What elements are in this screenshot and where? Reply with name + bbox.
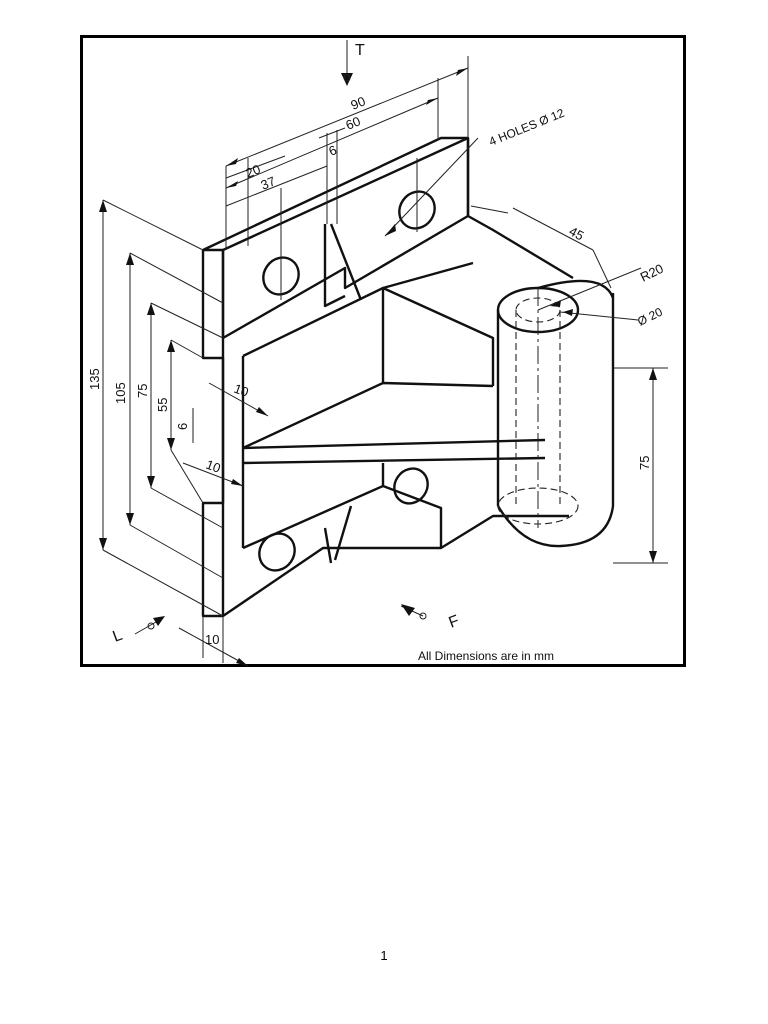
view-label-top: T (355, 42, 365, 59)
dimension-lines (102, 56, 668, 667)
top-plate-front-edge (222, 136, 469, 252)
top-rib-slope (329, 223, 363, 301)
hole-top-left (262, 256, 300, 296)
base-arm-front (382, 261, 474, 290)
dim-10-bottom: 10 (205, 632, 219, 647)
dim-holes: 4 HOLES Ø 12 (487, 106, 567, 149)
lower-plate-outline (242, 484, 443, 550)
left-view-arrowhead (153, 616, 165, 626)
dim-75-right: 75 (637, 456, 652, 470)
base-arm-top (467, 214, 574, 280)
center-lines (280, 158, 539, 528)
top-rib (323, 224, 346, 308)
dim-135: 135 (87, 368, 102, 390)
units-note: All Dimensions are in mm (418, 649, 554, 663)
dim-r20: R20 (638, 261, 666, 285)
dim-45: 45 (567, 223, 587, 243)
dim-55: 55 (155, 398, 170, 412)
object-outline (201, 136, 615, 618)
front-view-marker (419, 612, 427, 620)
labels: T F L 90 60 6 20 37 4 HOLES Ø 12 45 R20 … (87, 42, 666, 663)
page-number: 1 (380, 948, 388, 963)
triangular-web-top (242, 381, 494, 450)
hole-bottom-left (258, 532, 296, 572)
dim-75-left: 75 (135, 384, 150, 398)
dim-20: 20 (244, 161, 263, 180)
dim-90: 90 (349, 93, 368, 112)
view-label-left: L (111, 627, 125, 646)
top-plate-outline (202, 136, 470, 340)
boss-outer-arc (537, 279, 615, 299)
boss-bottom-curve (496, 505, 615, 548)
slot-upper (242, 438, 546, 450)
hole-top-right (398, 190, 436, 230)
front-view-arrowhead (401, 604, 415, 616)
dim-37: 37 (259, 173, 278, 192)
dim-10-lower: 10 (204, 457, 223, 476)
slot-lower (242, 456, 546, 465)
dim-105: 105 (113, 382, 128, 404)
arrowheads (99, 68, 657, 666)
view-label-front: F (447, 612, 462, 631)
top-view-marker (343, 74, 351, 82)
left-view-marker (147, 622, 155, 630)
view-markers (134, 40, 427, 635)
holes (258, 190, 436, 572)
dim-dia20: Ø 20 (635, 305, 665, 329)
middle-block-top-left (242, 286, 495, 386)
dim-60: 60 (344, 113, 363, 132)
drawing-frame: T F L 90 60 6 20 37 4 HOLES Ø 12 45 R20 … (80, 35, 686, 667)
bottom-rib-slope (333, 505, 353, 561)
dim-10-upper: 10 (232, 381, 251, 400)
hole-bottom-right (393, 467, 429, 505)
dim-6-left: 6 (175, 423, 190, 430)
upright-plate-outline (201, 250, 569, 618)
isometric-drawing: T F L 90 60 6 20 37 4 HOLES Ø 12 45 R20 … (87, 40, 668, 667)
bottom-rib-left (323, 527, 333, 564)
